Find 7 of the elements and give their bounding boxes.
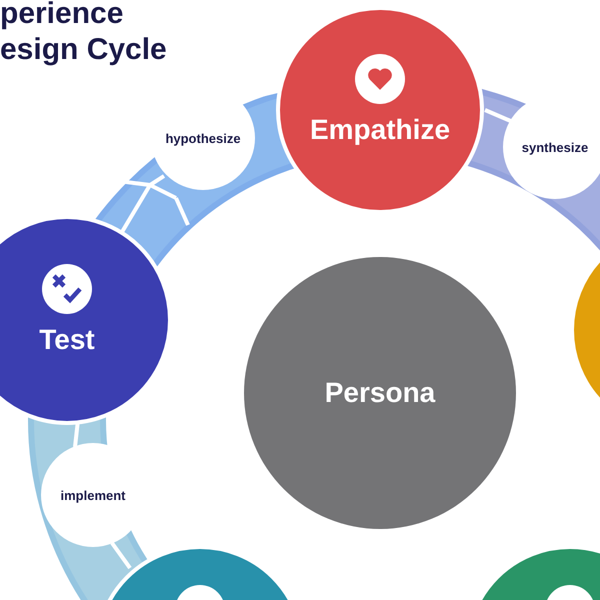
stage-label: implement xyxy=(60,488,126,502)
stage-label: Test xyxy=(39,324,95,356)
stage-label: Empathize xyxy=(310,114,450,146)
stage-label: Persona xyxy=(324,377,436,409)
stage-label: hypothesize xyxy=(165,130,241,146)
diagram-title: perience esign Cycle xyxy=(0,0,168,68)
stage-label: synthesize xyxy=(522,140,588,154)
